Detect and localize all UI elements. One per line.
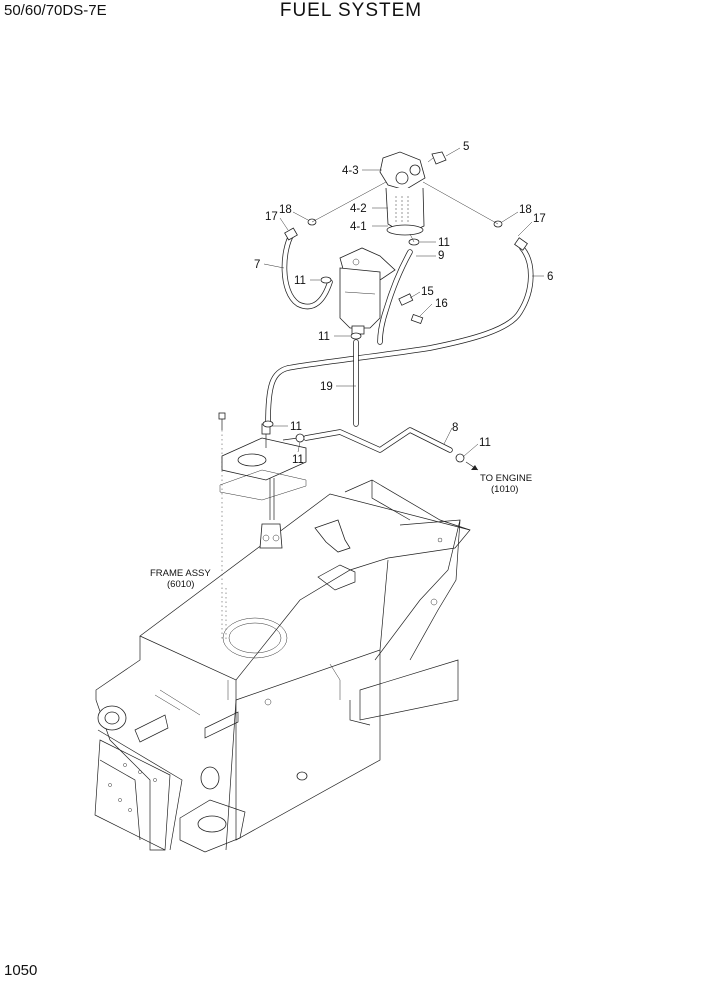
callout-9: 9: [438, 250, 444, 262]
callout-15: 15: [421, 286, 434, 298]
callout-11-left: 11: [294, 275, 306, 287]
page-title: FUEL SYSTEM: [279, 0, 423, 21]
water-separator: [339, 247, 396, 335]
fuel-lines: [262, 181, 534, 471]
callout-11-mid: 11: [318, 331, 330, 343]
callout-labels: 5 4-3 4-2 4-1 18 17 18 17 11 9 7 11 6 15…: [254, 141, 553, 466]
leader-lines: [263, 147, 544, 457]
callout-16: 16: [435, 298, 448, 310]
callout-11-top: 11: [438, 237, 450, 249]
callout-8: 8: [452, 422, 458, 434]
model-code: 50/60/70DS-7E: [4, 2, 107, 19]
callout-11-tank-a: 11: [290, 421, 302, 433]
callout-18-left: 18: [279, 204, 292, 216]
frame-assy-ref: (6010): [167, 579, 194, 590]
frame-assy-note: FRAME ASSY: [150, 568, 211, 579]
callout-17-right: 17: [533, 213, 546, 225]
fuel-filter-assembly: [379, 151, 447, 236]
callout-5: 5: [463, 141, 469, 153]
callout-19: 19: [320, 381, 333, 393]
page-number: 1050: [4, 962, 38, 979]
diagram-notes: TO ENGINE (1010) FRAME ASSY (6010): [150, 473, 532, 590]
callout-7: 7: [254, 259, 260, 271]
callout-4-3: 4-3: [342, 165, 359, 177]
fuel-tank-cover-assembly: [218, 412, 307, 640]
callout-4-1: 4-1: [350, 221, 367, 233]
callout-6: 6: [547, 271, 553, 283]
frame-assembly: [94, 479, 471, 853]
to-engine-ref: (1010): [491, 484, 518, 495]
callout-4-2: 4-2: [350, 203, 367, 215]
callout-18-right: 18: [519, 204, 532, 216]
to-engine-note: TO ENGINE: [480, 473, 532, 484]
callout-11-engine: 11: [479, 437, 491, 449]
callout-17-left: 17: [265, 211, 278, 223]
callout-11-tank-b: 11: [292, 454, 304, 466]
